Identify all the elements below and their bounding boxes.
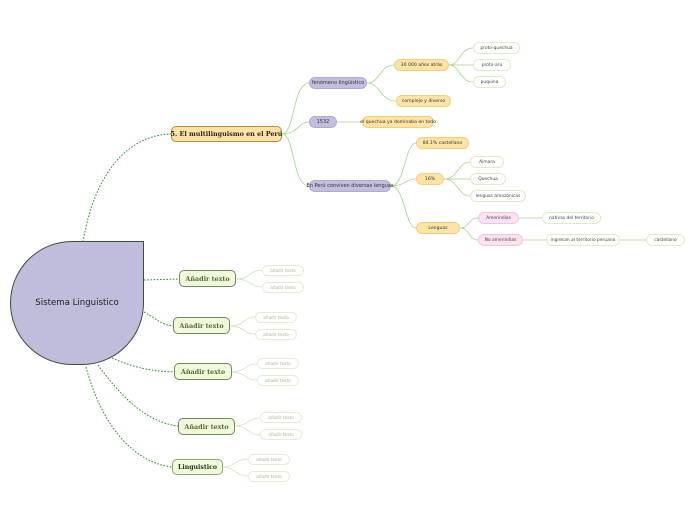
placeholder-1b[interactable]: añadir texto — [262, 282, 304, 293]
node-amerindias[interactable]: Amerindias — [478, 212, 519, 224]
node-84-castellano[interactable]: 84.1% castellano — [416, 137, 469, 149]
subtopic-add-text-2[interactable]: Añadir texto — [173, 317, 230, 334]
subtopic-linguistico[interactable]: Linguistico — [172, 459, 223, 475]
placeholder-5b[interactable]: añadir texto — [248, 471, 290, 482]
placeholder-2b[interactable]: añadir texto — [255, 329, 297, 340]
subtopic-add-text-1[interactable]: Añadir texto — [179, 270, 236, 287]
link-central-to-sub2 — [143, 311, 174, 327]
topic-multilinguismo[interactable]: 5. El multilinguismo en el Perú — [171, 126, 282, 142]
placeholder-4a[interactable]: añadir texto — [260, 412, 302, 423]
node-castellano[interactable]: castellano — [646, 234, 685, 246]
placeholder-5a[interactable]: añadir texto — [248, 454, 290, 465]
placeholder-3a[interactable]: añadir texto — [257, 358, 299, 369]
node-complejo[interactable]: complejo y diverso — [396, 95, 451, 107]
node-proto-quechua[interactable]: proto-quechua — [473, 42, 520, 54]
node-aimara[interactable]: Aimara — [470, 156, 504, 168]
node-fenomeno[interactable]: fenómeno lingüístico — [309, 77, 367, 89]
node-lenguas-amazonicas[interactable]: lenguas amazónicas — [470, 190, 526, 202]
node-quechua[interactable]: Quechua — [470, 173, 506, 185]
node-lenguas[interactable]: Lenguas — [416, 222, 460, 234]
link-central-to-main — [82, 133, 172, 243]
node-16-percent[interactable]: 16% — [416, 173, 444, 185]
link-central-to-sub1 — [143, 278, 180, 281]
node-nativas-territorio[interactable]: nativas del territorio — [542, 212, 601, 224]
placeholder-2a[interactable]: añadir texto — [255, 312, 297, 323]
node-en-peru[interactable]: En Perú conviven diversas lenguas — [307, 180, 393, 192]
placeholder-3b[interactable]: añadir texto — [257, 375, 299, 386]
subtopic-add-text-3[interactable]: Añadir texto — [174, 363, 232, 380]
node-proto-aru[interactable]: proto-aru — [473, 59, 511, 71]
node-ingresan-territorio[interactable]: ingresan al territorio peruano — [546, 234, 620, 246]
placeholder-4b[interactable]: añadir texto — [260, 429, 302, 440]
node-quechua-dominaba[interactable]: el quechua ya dominaba en todo — [360, 116, 436, 128]
node-1532[interactable]: 1532 — [309, 116, 337, 128]
link-central-to-ling — [85, 366, 173, 468]
central-topic[interactable]: Sistema Linguistico — [10, 241, 144, 365]
node-30000-anios[interactable]: 30 000 años atrás — [394, 59, 449, 71]
subtopic-add-text-4[interactable]: Añadir texto — [178, 418, 235, 435]
link-central-to-sub4 — [97, 364, 179, 427]
node-no-amerindias[interactable]: No amerindias — [478, 234, 523, 246]
link-central-to-sub3 — [111, 357, 175, 373]
placeholder-1a[interactable]: añadir texto — [262, 265, 304, 276]
node-puquina[interactable]: puquina — [473, 76, 506, 88]
